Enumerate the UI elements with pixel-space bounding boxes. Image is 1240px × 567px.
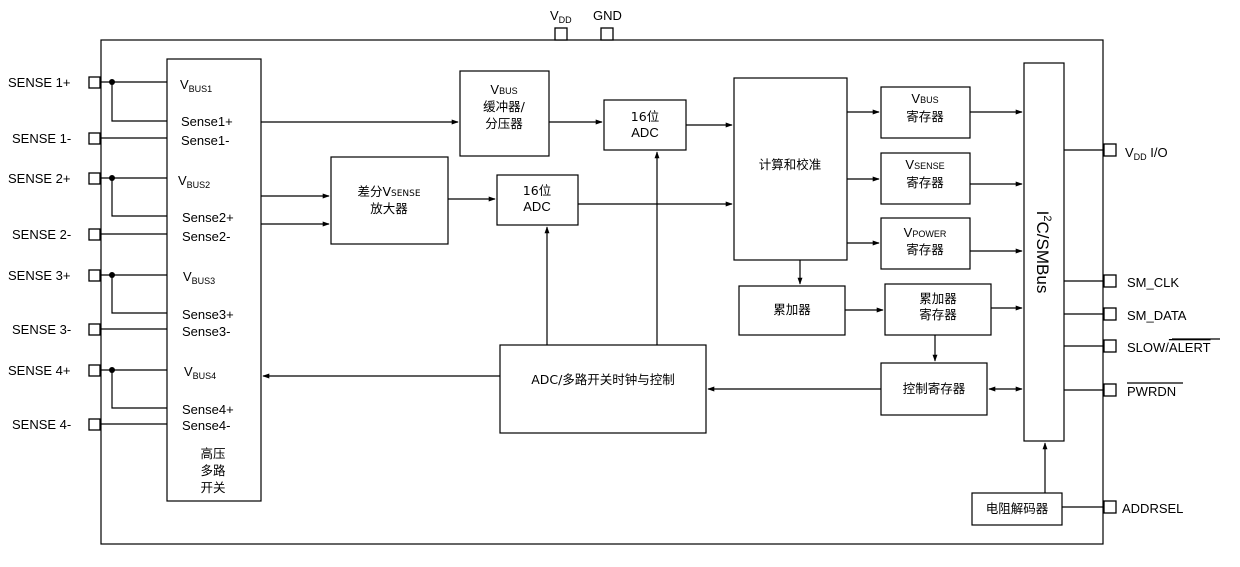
mux-title-line1: 高压 [200,446,225,461]
mux-vbus3-label: VBUS3 [183,269,215,286]
right-pin-squares [1103,143,1117,514]
diff-amp-line2: 放大器 [370,201,408,216]
mux-sense1p-label: Sense1+ [181,114,233,129]
mux-sense2n-label: Sense2- [182,229,230,244]
ctrl-register-block [880,362,988,416]
vbus-buffer-line3: 分压器 [485,116,523,131]
adc-top-block [603,99,687,151]
sense3n-label: SENSE 3- [12,322,71,337]
addr-decoder-block [971,492,1063,526]
accumulator-label: 累加器 [773,302,811,317]
sense2p-label: SENSE 2+ [8,171,71,186]
calc-label: 计算和校准 [759,157,822,172]
ctrl-register-label: 控制寄存器 [903,381,966,396]
mux-sense2p-label: Sense2+ [182,210,234,225]
pin-sense3p [88,269,101,282]
pin-addrsel [1103,500,1117,514]
pin-sense2p [88,172,101,185]
acc-register-line1: 累加器 [919,291,957,306]
smdata-label: SM_DATA [1127,308,1187,323]
adc-mid-block [496,174,579,226]
adc-top-line1: 16位 [631,109,659,124]
reg-vpower-line1: VPOWER [904,225,947,240]
mux-vbus2-label: VBUS2 [178,173,210,190]
mux-sense3p-label: Sense3+ [182,307,234,322]
reg-vsense-block [880,152,971,205]
reg-vpower-block [880,217,971,270]
gnd-label: GND [593,8,622,23]
sense4n-label: SENSE 4- [12,417,71,432]
adc-mid-line2: ADC [523,199,550,214]
slow-alert-label: SLOW/ALERT [1127,340,1211,355]
adc-mid-line1: 16位 [523,183,551,198]
pin-sense4n [88,418,101,431]
pin-smclk [1103,274,1117,288]
sense1p-label: SENSE 1+ [8,75,71,90]
accumulator-block [738,285,846,336]
mux-title-line2: 多路 [200,463,226,478]
reg-vbus-line1: VBUS [911,91,938,106]
sense4p-label: SENSE 4+ [8,363,71,378]
mux-sense1n-label: Sense1- [181,133,229,148]
adc-top-line2: ADC [631,125,658,140]
pin-sense4p [88,364,101,377]
pin-sense1p [88,76,101,89]
reg-vbus-block [880,86,971,139]
mux-sense3n-label: Sense3- [182,324,230,339]
vbus-buffer-line1: VBUS [490,82,517,97]
pin-sense1n [88,132,101,145]
addrsel-label: ADDRSEL [1122,501,1183,516]
pin-sense3n [88,323,101,336]
i2c-pin-wires [1062,149,1104,508]
reg-vsense-line2: 寄存器 [906,175,944,190]
mux-sense4p-label: Sense4+ [182,402,234,417]
i2c-smbus-block [1023,62,1065,442]
sense1n-label: SENSE 1- [12,131,71,146]
pin-smdata [1103,307,1117,321]
acc-register-line2: 寄存器 [919,307,957,322]
adc-mux-ctrl-block [499,344,707,434]
calc-block [733,77,848,261]
gnd-pin [600,27,614,41]
reg-vsense-line1: VSENSE [905,157,944,172]
vbus-buffer-block [459,70,550,157]
pin-pwrdn [1103,383,1117,397]
mux-vbus4-label: VBUS4 [184,364,216,381]
hv-mux-block [166,58,262,502]
adc-mux-ctrl-label: ADC/多路开关时钟与控制 [531,372,675,387]
vbus-buffer-line2: 缓冲器/ [483,99,526,114]
mux-vbus1-label: VBUS1 [180,77,212,94]
vdd-pin [554,27,568,41]
vdd-label: VDD [550,8,572,25]
pin-sense2n [88,228,101,241]
smclk-label: SM_CLK [1127,275,1179,290]
pin-vddio [1103,143,1117,157]
diff-amp-line1: 差分VSENSE [357,184,420,199]
mux-sense4n-label: Sense4- [182,418,230,433]
mux-title-line3: 开关 [200,480,225,495]
pwrdn-label: PWRDN [1127,384,1176,399]
reg-vbus-line2: 寄存器 [906,109,944,124]
vddio-label: VDD I/O [1125,145,1168,162]
sense-input-wires [100,79,167,425]
reg-vpower-line2: 寄存器 [906,242,944,257]
signal-arrows [261,109,1048,493]
pin-slow-alert [1103,339,1117,353]
acc-register-block [884,283,992,336]
addr-decoder-label: 电阻解码器 [986,501,1049,516]
sense2n-label: SENSE 2- [12,227,71,242]
sense3p-label: SENSE 3+ [8,268,71,283]
diff-amp-block [330,156,449,245]
i2c-smbus-label: I2C/SMBus [1033,211,1053,294]
left-pin-squares [88,76,101,431]
